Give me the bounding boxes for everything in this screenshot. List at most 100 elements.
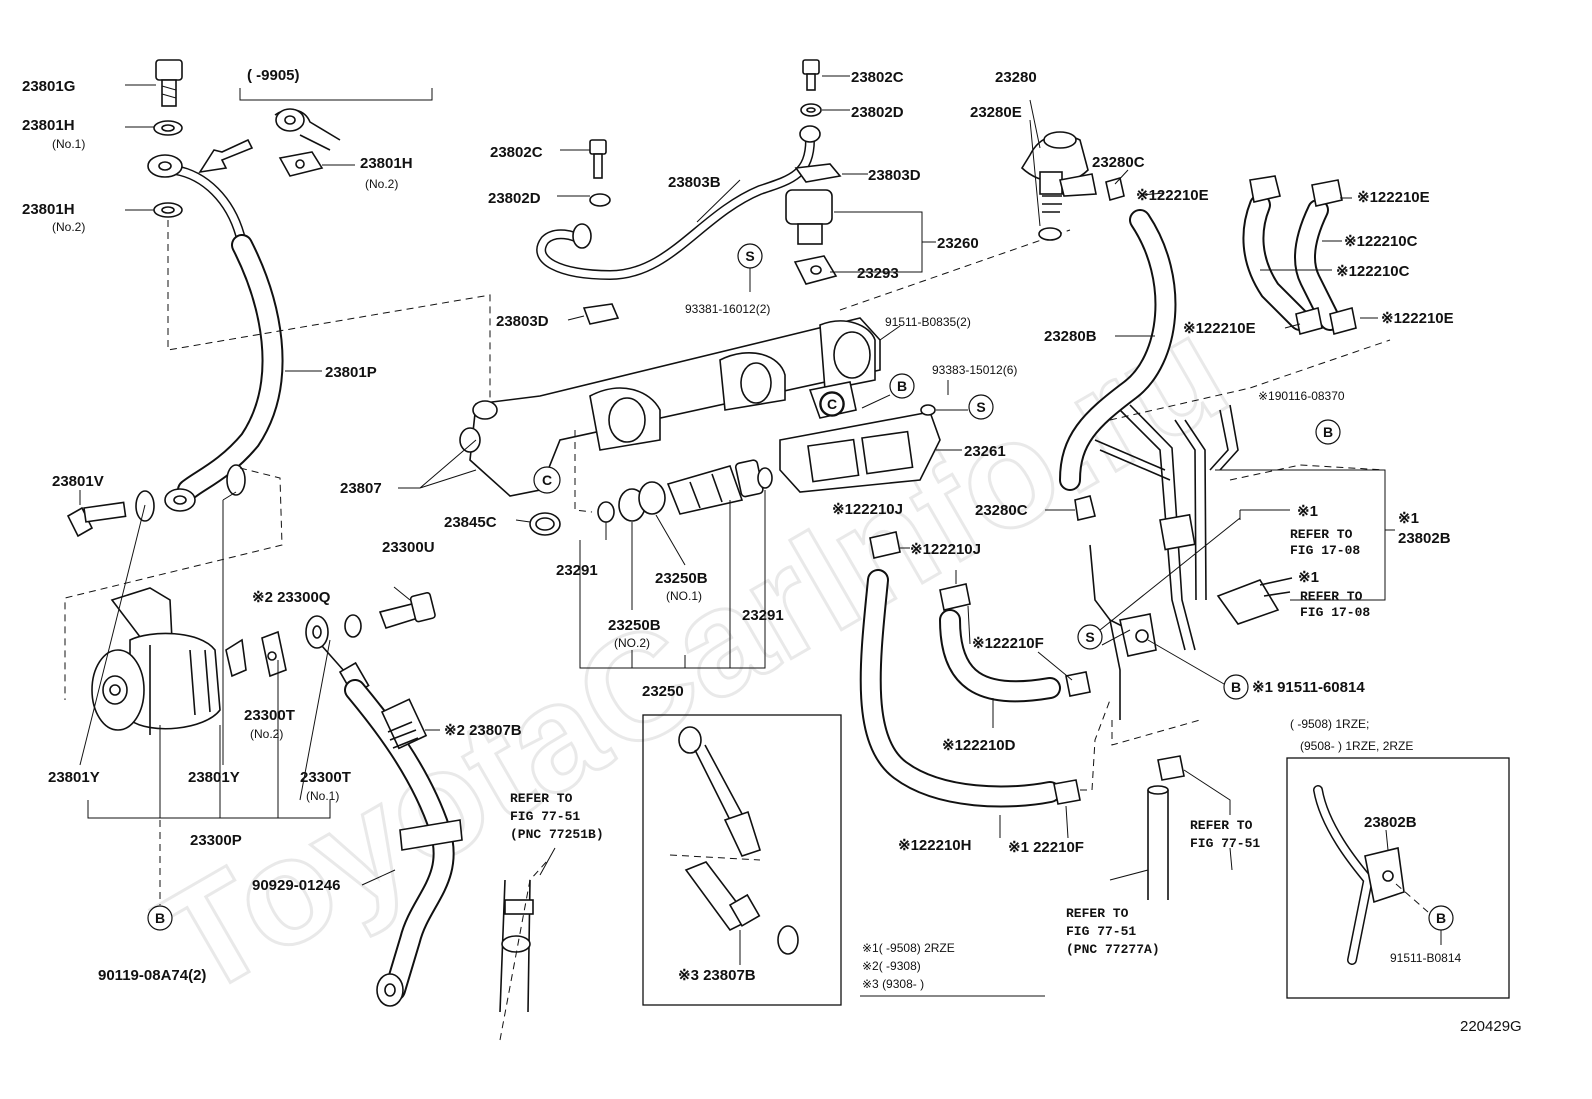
label-no2: (No.2)	[365, 177, 398, 191]
mark-c-b-text: C	[827, 396, 837, 412]
mark-s-c-text: S	[1085, 629, 1094, 645]
label-refer1708-a2: FIG 17-08	[1290, 543, 1360, 558]
label-23300q: ※2 23300Q	[252, 589, 331, 606]
vacuum-hoses-122210c	[1242, 175, 1357, 335]
banjo-bolt-23801g	[155, 59, 183, 107]
label-23803b: 23803B	[668, 174, 721, 191]
label-23801h-no2: 23801H	[360, 155, 413, 172]
note-3: ※3 (9308- )	[862, 977, 924, 991]
label-23291-b: 23291	[742, 607, 784, 624]
note-2: ※2( -9308)	[862, 959, 921, 973]
label-23845c: 23845C	[444, 514, 497, 531]
label-23807b-3: ※3 23807B	[678, 967, 756, 984]
fuel-hose-23801p	[147, 154, 284, 512]
label-pnc-77251b: (PNC 77251B)	[510, 827, 604, 842]
label-23300p: 23300P	[190, 832, 242, 849]
label-23250b-no2: 23250B	[608, 617, 661, 634]
label-122210e-b: ※122210E	[1357, 189, 1430, 206]
label-23260: 23260	[937, 235, 979, 252]
bolt-23802c-left	[589, 139, 611, 207]
label-23293: 23293	[857, 265, 899, 282]
mark-s-a-text: S	[745, 248, 754, 264]
label-23261: 23261	[964, 443, 1006, 460]
label-23280b: 23280B	[1044, 328, 1097, 345]
clamp-23280c-lower	[1074, 495, 1096, 521]
tube-refer-77-51-right	[1147, 755, 1231, 900]
label-no2d: (NO.2)	[614, 636, 650, 650]
label-no1: (No.1)	[52, 137, 85, 151]
label-90929: 90929-01246	[252, 877, 340, 894]
mark-c-a	[533, 466, 561, 494]
label-23801h-no2b: 23801H	[22, 201, 75, 218]
label-x1-a: ※1	[1297, 503, 1318, 520]
label-91511-b0814: 91511-B0814	[1390, 951, 1462, 965]
label-x1-b: ※1	[1398, 510, 1419, 527]
label-9905: ( -9905)	[247, 67, 300, 84]
insulator-23261	[779, 411, 941, 493]
fuel-hose-23807b	[338, 661, 463, 1007]
label-23801v: 23801V	[52, 473, 104, 490]
vacuum-hose-122210d	[939, 583, 1091, 703]
label-122210e-d: ※122210E	[1381, 310, 1454, 327]
label-122210e-a: ※122210E	[1136, 187, 1209, 204]
label-refer-to-c: REFER TO	[1190, 818, 1253, 833]
label-23802c-top: 23802C	[851, 69, 904, 86]
label-23807: 23807	[340, 480, 382, 497]
mark-b-right	[1315, 419, 1341, 445]
mark-b-center-text: B	[897, 378, 907, 394]
mark-b-left-text: B	[155, 910, 165, 926]
label-23291-a: 23291	[556, 562, 598, 579]
mark-b-center	[889, 373, 915, 399]
label-23802b-b: 23802B	[1364, 814, 1417, 831]
label-fig-77-51-b: FIG 77-51	[1066, 924, 1136, 939]
label-refer1708-a1: REFER TO	[1290, 527, 1353, 542]
label-23802b-a: 23802B	[1398, 530, 1451, 547]
label-fig-77-51: FIG 77-51	[510, 809, 580, 824]
mark-b-inset-text: B	[1436, 910, 1446, 926]
label-23801p: 23801P	[325, 364, 377, 381]
fuel-injector-23260	[785, 189, 838, 285]
label-23250b-no1: 23250B	[655, 570, 708, 587]
label-no1c: (NO.1)	[666, 589, 702, 603]
pressure-regulator-23280	[1020, 131, 1097, 241]
mark-b-left	[147, 905, 173, 931]
fuel-filter-23300p	[91, 587, 247, 735]
label-23802d-left: 23802D	[488, 190, 541, 207]
fuel-rail-23807	[459, 317, 881, 497]
label-23280e: 23280E	[970, 104, 1022, 121]
label-23807b-2: ※2 23807B	[444, 722, 522, 739]
label-90116: ※190116-08370	[1258, 389, 1345, 403]
label-23300t-no2: 23300T	[244, 707, 295, 724]
label-122210f-b: ※1 22210F	[1008, 839, 1084, 856]
label-23300u: 23300U	[382, 539, 435, 556]
label-x1-c: ※1	[1298, 569, 1319, 586]
fuel-pipe-23803b	[536, 125, 821, 281]
label-23250: 23250	[642, 683, 684, 700]
mark-c-b	[820, 392, 844, 416]
label-91511-60814: ※1 91511-60814	[1252, 679, 1365, 696]
label-1rze-b: (9508- ) 1RZE, 2RZE	[1300, 739, 1413, 753]
label-93381: 93381-16012(2)	[685, 302, 770, 316]
label-23300t-no1: 23300T	[300, 769, 351, 786]
label-90119: 90119-08A74(2)	[98, 967, 206, 984]
gasket-23803d-lower	[582, 303, 620, 325]
figure-code: 220429G	[1460, 1018, 1522, 1035]
label-no2b: (No.2)	[52, 220, 85, 234]
label-122210e-c: ※122210E	[1183, 320, 1256, 337]
label-23803d-top: 23803D	[868, 167, 921, 184]
label-refer1708-b2: FIG 17-08	[1300, 605, 1370, 620]
vacuum-hose-122210h	[859, 531, 1081, 808]
label-122210j-b: ※122210J	[910, 541, 981, 558]
label-91511-b0835: 91511-B0835(2)	[885, 315, 971, 329]
clamp-23280c-top	[1105, 176, 1125, 202]
label-refer-to-b: REFER TO	[1066, 906, 1129, 921]
cold-start-assembly-23250	[529, 459, 773, 536]
direction-arrow-icon	[198, 138, 254, 174]
mark-b-right-text: B	[1323, 424, 1333, 440]
mark-s-b-text: S	[976, 399, 985, 415]
label-23803d-lower: 23803D	[496, 313, 549, 330]
hose-23280b	[1059, 209, 1177, 491]
label-no1b: (No.1)	[306, 789, 339, 803]
